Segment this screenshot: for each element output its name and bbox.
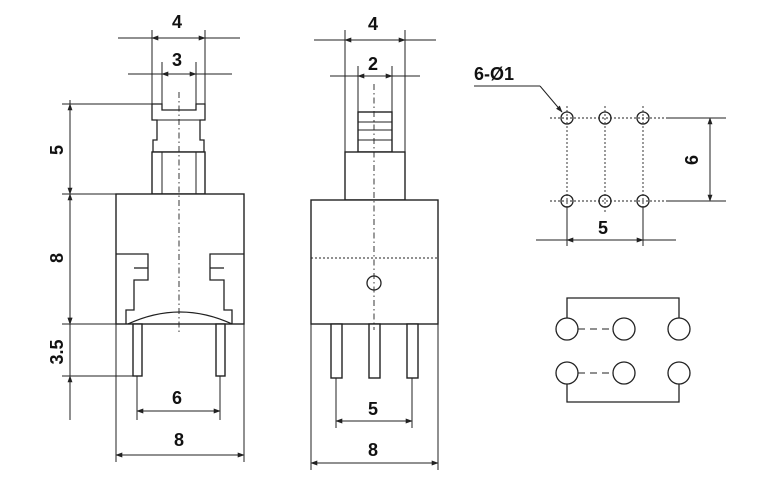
contact-circle [555, 317, 579, 341]
side-pin-right [215, 323, 226, 377]
side-view: 4 3 5 8 3.5 6 8 [47, 12, 245, 462]
front-body [310, 199, 439, 325]
pcb-hole [598, 194, 612, 208]
side-plunger-cap [151, 103, 206, 153]
contact-circle [667, 361, 691, 385]
contact-circle [612, 317, 636, 341]
front-plunger-stem [344, 151, 406, 201]
side-dim-pin-length: 3.5 [47, 339, 67, 364]
pcb-dim-row-spacing: 6 [682, 155, 702, 165]
side-dim-plunger-height: 5 [47, 145, 67, 155]
side-dim-stem-width: 3 [172, 50, 182, 70]
front-plunger-top [357, 111, 393, 153]
front-view: 4 2 5 8 [310, 14, 439, 470]
pcb-layout: 6-Ø1 6 5 [474, 64, 726, 246]
pcb-hole [636, 111, 650, 125]
side-dim-body-width: 8 [174, 430, 184, 450]
pcb-hole [560, 111, 574, 125]
side-pin-left [132, 323, 143, 377]
contact-circle [612, 361, 636, 385]
side-dim-pin-spacing: 6 [172, 388, 182, 408]
front-dim-stem-width: 2 [368, 54, 378, 74]
contact-circle [555, 361, 579, 385]
switch-schematic [555, 297, 691, 403]
side-plunger-stem [151, 151, 206, 195]
pcb-hole [598, 111, 612, 125]
pcb-hole-spec: 6-Ø1 [474, 64, 514, 84]
front-dim-pin-spacing: 5 [368, 399, 378, 419]
side-body [115, 193, 245, 325]
side-dim-body-height: 8 [47, 253, 67, 263]
side-dim-top-width: 4 [172, 12, 182, 32]
front-dim-body-width: 8 [368, 440, 378, 460]
front-dim-top-width: 4 [368, 14, 378, 34]
front-pin-left [330, 323, 343, 379]
pcb-dim-col-spacing: 5 [598, 218, 608, 238]
front-pin-right [406, 323, 419, 379]
contact-circle [667, 317, 691, 341]
front-pin-center [368, 323, 381, 379]
